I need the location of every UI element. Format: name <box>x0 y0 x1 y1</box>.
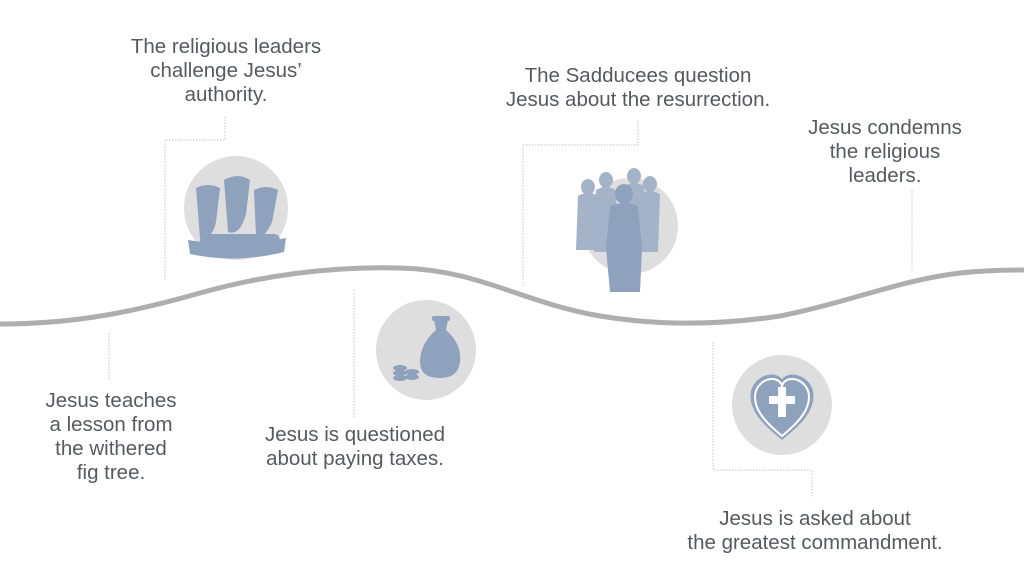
event-line: The Sadducees question <box>524 64 752 87</box>
event-line: Jesus about the resurrection. <box>505 88 771 111</box>
event-line: challenge Jesus’ <box>150 59 302 82</box>
event-line: leaders. <box>848 164 922 187</box>
event-line: Jesus is questioned <box>264 423 446 446</box>
timeline-curve <box>0 265 1024 327</box>
connector-authority <box>164 115 226 280</box>
event-label-resurrection: The Sadducees question Jesus about the r… <box>478 64 798 112</box>
event-line: the withered <box>55 437 167 460</box>
event-line: a lesson from <box>49 413 173 436</box>
event-label-authority: The religious leaders challenge Jesus’ a… <box>106 35 346 107</box>
sadducees-group-icon <box>576 168 678 292</box>
connector-commandment <box>712 342 813 497</box>
event-line: The religious leaders <box>130 35 322 58</box>
event-label-fig-tree: Jesus teaches a lesson from the withered… <box>16 389 206 485</box>
event-line: Jesus is asked about <box>719 507 911 530</box>
event-line: Jesus teaches <box>45 389 177 412</box>
religious-leaders-icon <box>184 156 288 260</box>
connector-lines <box>108 115 913 497</box>
event-line: authority. <box>184 83 268 106</box>
event-line: Jesus condemns <box>808 116 962 139</box>
event-line: fig tree. <box>76 461 146 484</box>
event-line: the greatest commandment. <box>687 531 943 554</box>
money-bag-icon <box>376 300 476 400</box>
connector-resurrection <box>522 120 639 286</box>
event-label-taxes: Jesus is questioned about paying taxes. <box>235 423 475 471</box>
heart-cross-icon <box>732 355 832 455</box>
event-line: the religious <box>829 140 941 163</box>
event-line: about paying taxes. <box>266 447 444 470</box>
event-label-condemns: Jesus condemns the religious leaders. <box>785 116 985 188</box>
event-label-commandment: Jesus is asked about the greatest comman… <box>650 507 980 555</box>
